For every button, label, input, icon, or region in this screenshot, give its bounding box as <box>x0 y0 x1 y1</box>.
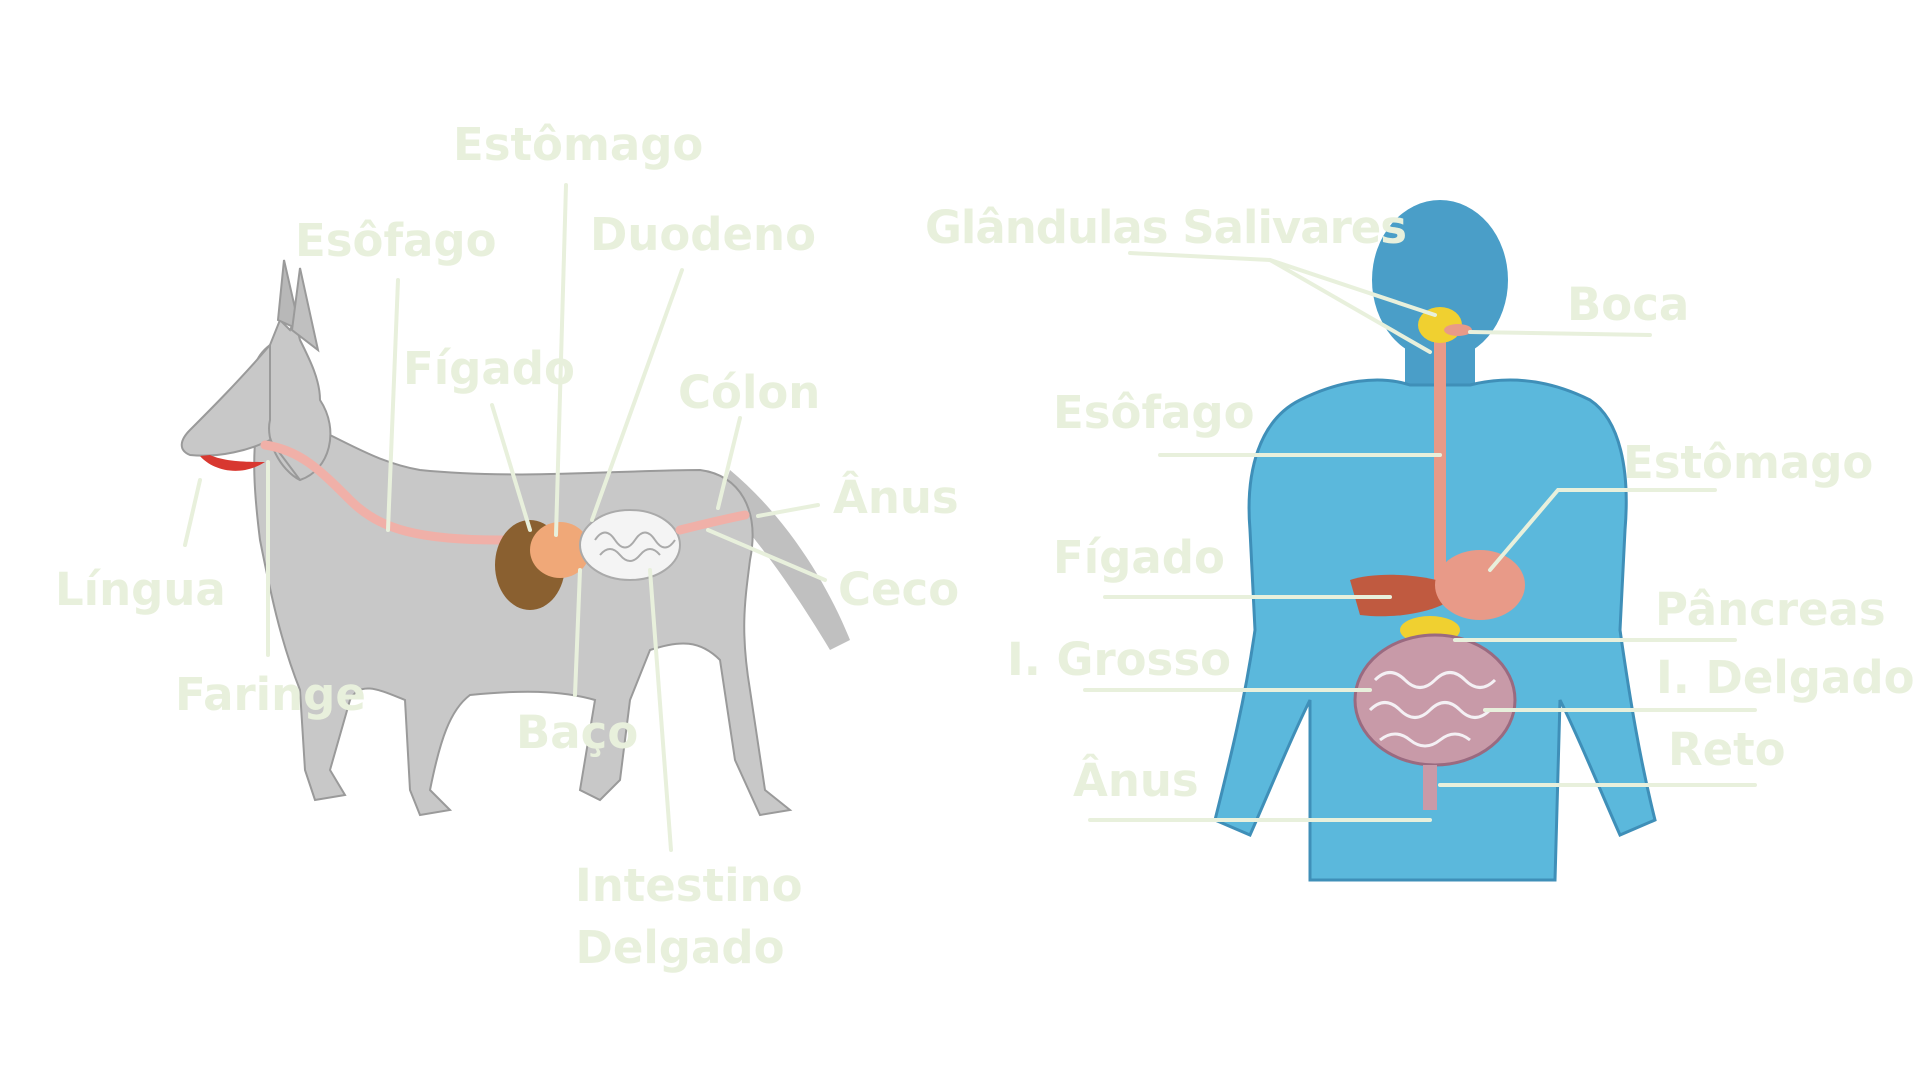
dog-snout <box>180 342 301 481</box>
leader-human-glandulas-2 <box>1268 258 1432 354</box>
label-dog-duodeno: Duodeno <box>590 208 816 261</box>
label-human-esofago: Esôfago <box>1053 386 1255 439</box>
dog-colon <box>675 510 750 535</box>
leader-dog-estomago <box>554 183 568 537</box>
dog-tongue <box>200 455 265 471</box>
label-dog-baco: Baço <box>516 706 639 759</box>
label-human-anus: Ânus <box>1073 754 1199 807</box>
leader-dog-ceco <box>706 528 827 582</box>
label-dog-colon: Cólon <box>678 366 821 419</box>
label-human-figado: Fígado <box>1053 531 1225 584</box>
human-small-intestine <box>1353 633 1517 767</box>
leader-dog-lingua <box>183 478 202 547</box>
human-mouth <box>1444 324 1472 336</box>
label-dog-intestino-2: Delgado <box>575 921 785 974</box>
leader-dog-colon <box>716 416 742 510</box>
leader-dog-intestino <box>648 568 673 852</box>
leader-dog-duodeno <box>590 268 684 522</box>
dog-leader-lines <box>183 183 827 852</box>
dog-intestine-loops <box>594 531 676 562</box>
human-leader-lines <box>1083 251 1757 822</box>
leader-dog-anus <box>756 503 820 518</box>
label-human-glandulas: Glândulas Salivares <box>925 201 1407 254</box>
leader-human-boca <box>1468 330 1652 337</box>
leader-dog-baco <box>573 568 582 697</box>
label-dog-ceco: Ceco <box>838 563 960 616</box>
label-dog-intestino-1: Intestino <box>575 859 803 912</box>
label-dog-esofago: Esôfago <box>295 214 497 267</box>
label-dog-anus: Ânus <box>833 471 959 524</box>
label-human-reto: Reto <box>1668 723 1786 776</box>
dog-tail <box>720 470 850 650</box>
label-dog-estomago: Estômago <box>453 118 704 171</box>
human-stomach <box>1435 550 1525 620</box>
leader-dog-esofago <box>386 278 400 532</box>
label-dog-figado: Fígado <box>403 342 575 395</box>
dog-stomach <box>530 522 590 578</box>
label-human-pancreas: Pâncreas <box>1655 583 1886 636</box>
label-dog-lingua: Língua <box>55 563 226 616</box>
label-dog-faringe: Faringe <box>175 668 366 721</box>
leader-human-estomago <box>1488 488 1717 572</box>
label-human-delgado: I. Delgado <box>1656 651 1915 704</box>
label-human-estomago: Estômago <box>1623 436 1874 489</box>
leader-dog-figado <box>490 403 532 532</box>
human-head <box>1372 200 1508 360</box>
label-human-grosso: I. Grosso <box>1007 633 1232 686</box>
human-liver <box>1350 574 1460 617</box>
human-intestine-loops <box>1368 671 1497 748</box>
dog-ear-2 <box>290 267 320 353</box>
label-human-boca: Boca <box>1567 278 1690 331</box>
